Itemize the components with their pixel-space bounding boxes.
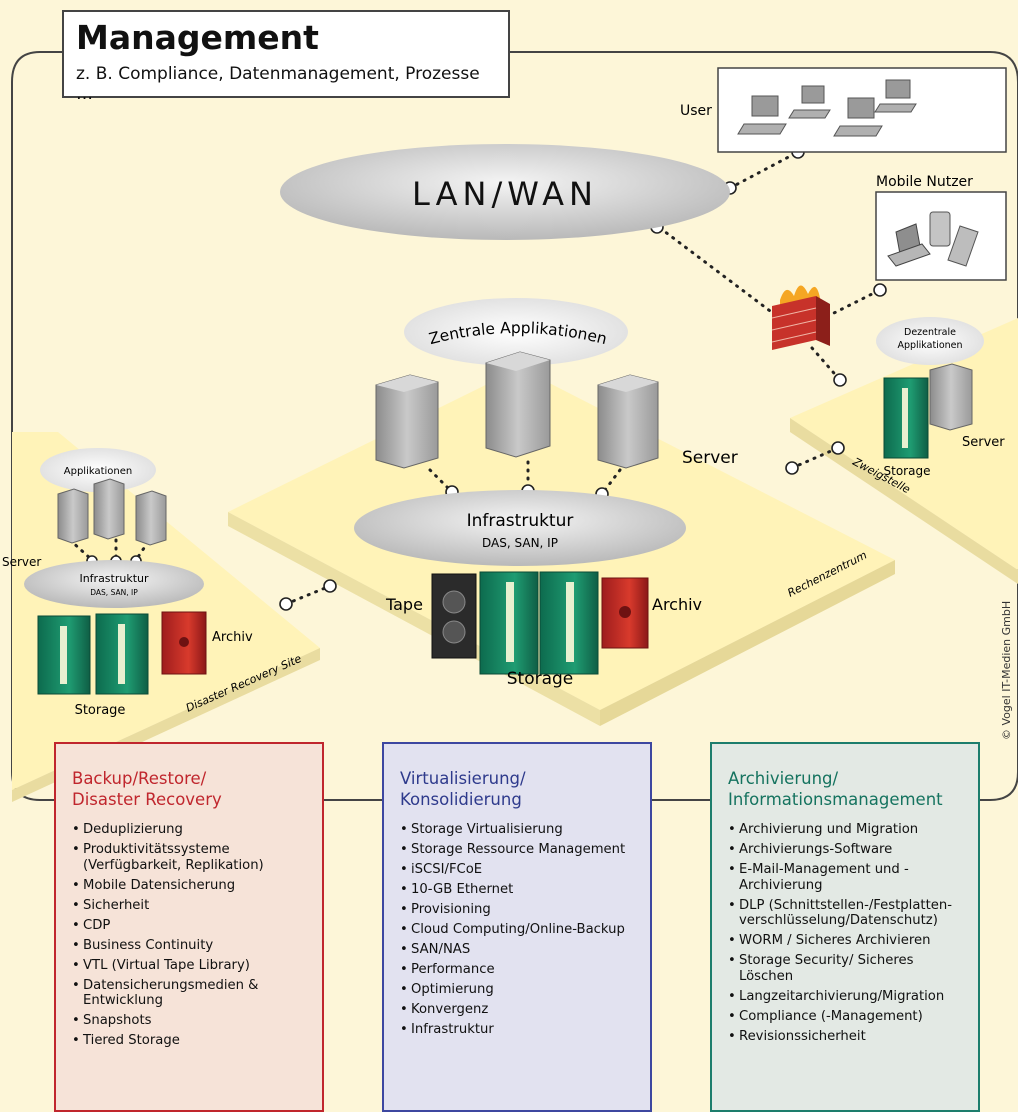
panel-title: Archivierung/Informationsmanagement [728,769,943,809]
branch-apps-label-1: Dezentrale [904,327,956,338]
list-item: Storage Security/ Sicheres Löschen [728,953,962,984]
list-item: Performance [400,962,634,978]
dr-infrastructure-label: Infrastruktur [79,572,149,585]
list-item: Infrastruktur [400,1022,634,1038]
storage-array-icon [479,571,599,675]
dr-apps-cloud [40,448,156,492]
user-label: User [680,103,712,119]
panel-title: Virtualisierung/Konsolidierung [400,769,526,809]
mobile-devices-icon [887,211,979,267]
list-item: iSCSI/FCoE [400,862,634,878]
datacenter-archive-label: Archiv [652,595,702,614]
branch-storage-label: Storage [884,464,931,478]
management-frame [11,51,1018,801]
branch-apps-label-2: Applikationen [897,340,962,351]
list-item: Storage Ressource Management [400,842,634,858]
list-item: SAN/NAS [400,942,634,958]
list-item: Datensicherungsmedien & Entwicklung [72,978,306,1009]
list-item: Archivierung und Migration [728,822,962,838]
infrastructure-label: Infrastruktur [467,511,574,531]
list-item: Konvergenz [400,1002,634,1018]
list-item: Langzeitarchivierung/Migration [728,989,962,1005]
list-item: Mobile Datensicherung [72,878,306,894]
archiving-panel: Archivierung/Informationsmanagement Arch… [710,742,980,1112]
list-item: Cloud Computing/Online-Backup [400,922,634,938]
management-title: Management [76,18,319,57]
dr-archive-label: Archiv [212,630,253,645]
tape-label: Tape [385,595,423,614]
lan-wan-cloud [280,144,730,240]
list-item: Deduplizierung [72,822,306,838]
list-item: Produktivitätssysteme (Verfügbarkeit, Re… [72,842,306,873]
list-item: VTL (Virtual Tape Library) [72,958,306,974]
branch-server-icon [929,363,973,431]
tape-library-icon [431,573,477,659]
branch-apps-cloud [876,317,984,365]
branch-storage-icon [883,377,929,459]
dr-storage-icon [37,613,149,695]
infrastructure-cloud [354,490,686,566]
copyright-notice: © Vogel IT-Medien GmbH [1000,600,1013,740]
infrastructure-sub: DAS, SAN, IP [482,536,558,550]
management-subtitle: z. B. Compliance, Datenmanagement, Proze… [76,64,480,104]
list-item: Business Continuity [72,938,306,954]
virtualization-list: Storage Virtualisierung Storage Ressourc… [400,822,634,1038]
archiving-list: Archivierung und Migration Archivierungs… [728,822,962,1044]
lan-wan-label: LAN/WAN [412,175,598,213]
dr-infrastructure-sub: DAS, SAN, IP [90,588,138,597]
list-item: Optimierung [400,982,634,998]
list-item: Storage Virtualisierung [400,822,634,838]
dr-apps-label: Applikationen [64,466,132,477]
mobile-label: Mobile Nutzer [876,174,973,190]
list-item: DLP (Schnittstellen-/Festplatten-verschl… [728,898,962,929]
list-item: E-Mail-Management und -Archivierung [728,862,962,893]
list-item: WORM / Sicheres Archivieren [728,933,962,949]
dr-infrastructure-cloud [24,560,204,608]
backup-list: Deduplizierung Produktivitätssysteme (Ve… [72,822,306,1049]
backup-panel: Backup/Restore/Disaster Recovery Dedupli… [54,742,324,1112]
dr-server-icon [57,478,167,546]
central-apps-cloud [404,298,628,366]
list-item: Snapshots [72,1013,306,1029]
dr-storage-label: Storage [75,703,126,718]
firewall-icon [771,285,830,350]
list-item: Revisionssicherheit [728,1029,962,1045]
panel-title: Backup/Restore/Disaster Recovery [72,769,222,809]
desktop-computer-icon [737,79,917,137]
list-item: 10-GB Ethernet [400,882,634,898]
list-item: Sicherheit [72,898,306,914]
datacenter-server-label: Server [682,448,738,468]
management-box: Management z. B. Compliance, Datenmanage… [62,10,510,104]
archive-safe-icon [601,577,649,649]
server-icon [375,351,659,469]
dr-server-label: Server [2,555,41,569]
list-item: Compliance (-Management) [728,1009,962,1025]
list-item: Provisioning [400,902,634,918]
list-item: Archivierungs-Software [728,842,962,858]
datacenter-storage-label: Storage [507,669,574,689]
list-item: Tiered Storage [72,1033,306,1049]
virtualization-panel: Virtualisierung/Konsolidierung Storage V… [382,742,652,1112]
list-item: CDP [72,918,306,934]
dr-archive-icon [161,611,207,675]
branch-server-label: Server [962,435,1005,450]
